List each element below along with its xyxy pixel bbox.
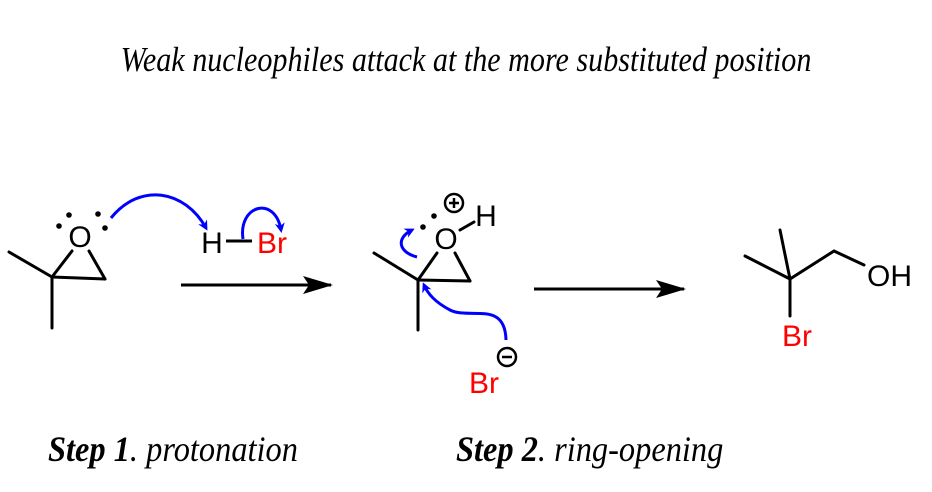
intermediate-hydrogen: H [475,200,497,233]
bond-methyl-1 [372,251,420,282]
bromide-ion: Br [469,367,499,400]
lone-pair-intermediate [420,213,437,230]
reactant-oxygen: O [68,221,91,254]
bond-c-o [416,251,439,282]
step-1-description: . protonation [129,429,298,469]
product-bromine: Br [782,320,812,353]
bond-ch2-o [453,251,472,283]
curved-arrow-bond-to-o [399,228,418,259]
bond-ch2-o [832,249,866,267]
curved-arrow-o-to-h [109,193,208,231]
reagent-hydrogen: H [201,227,223,260]
bond-c-ch2 [416,278,472,283]
bond-o-h [458,220,476,232]
positive-charge-icon [443,192,465,214]
intermediate-oxygen: O [434,223,457,256]
lone-pairs-reactant [56,211,108,231]
bond-c-o [50,249,74,279]
step-1-number: Step 1 [48,429,130,469]
reactant-epoxide [7,249,107,330]
reagent-bromine: Br [257,227,287,260]
bond-methyl-1 [743,254,792,281]
bond-ch2-o [87,249,107,281]
negative-charge-icon [496,346,518,368]
bond-methyl-2 [778,228,792,281]
step-2-description: . ring-opening [537,429,724,469]
product-hydroxyl: OH [867,260,912,293]
bond-c-ch2 [50,275,107,281]
protonated-epoxide [372,220,476,332]
bond-c-ch2 [788,249,836,281]
curved-arrow-bond-to-br [241,206,285,240]
diagram-title: Weak nucleophiles attack at the more sub… [120,40,812,79]
bond-methyl-1 [7,250,54,279]
step-2-label: Step 2. ring-opening [456,428,723,470]
curved-arrow-br-to-c [422,282,508,341]
step-2-number: Step 2 [456,429,538,469]
product-molecule [743,228,866,318]
step-1-label: Step 1. protonation [48,428,298,470]
